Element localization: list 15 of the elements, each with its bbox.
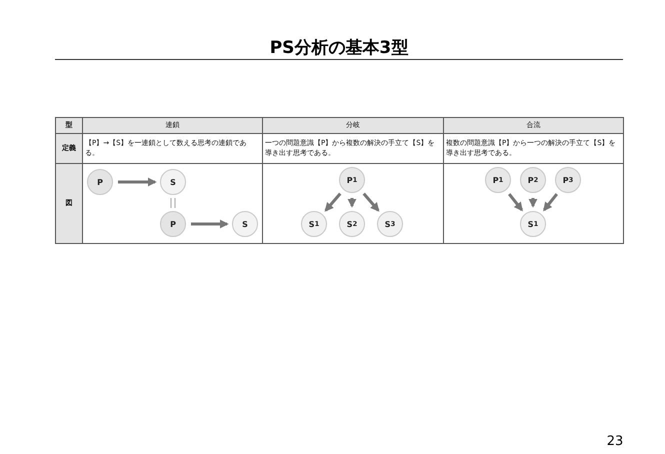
arrow	[528, 198, 538, 208]
arrow	[118, 178, 157, 186]
double-line-connector	[170, 198, 176, 208]
title: PS分析の基本3型	[268, 37, 410, 59]
node-circle: S	[160, 169, 186, 195]
node-circle: P	[87, 169, 113, 195]
arrow	[362, 192, 380, 212]
arrow	[324, 192, 342, 212]
arrow	[543, 193, 558, 212]
arrow	[348, 198, 356, 208]
arrow	[191, 220, 229, 228]
page-number: 23	[606, 434, 624, 449]
arrow	[508, 193, 523, 212]
node-circle: P	[160, 211, 186, 237]
node-circle: S	[232, 211, 258, 237]
